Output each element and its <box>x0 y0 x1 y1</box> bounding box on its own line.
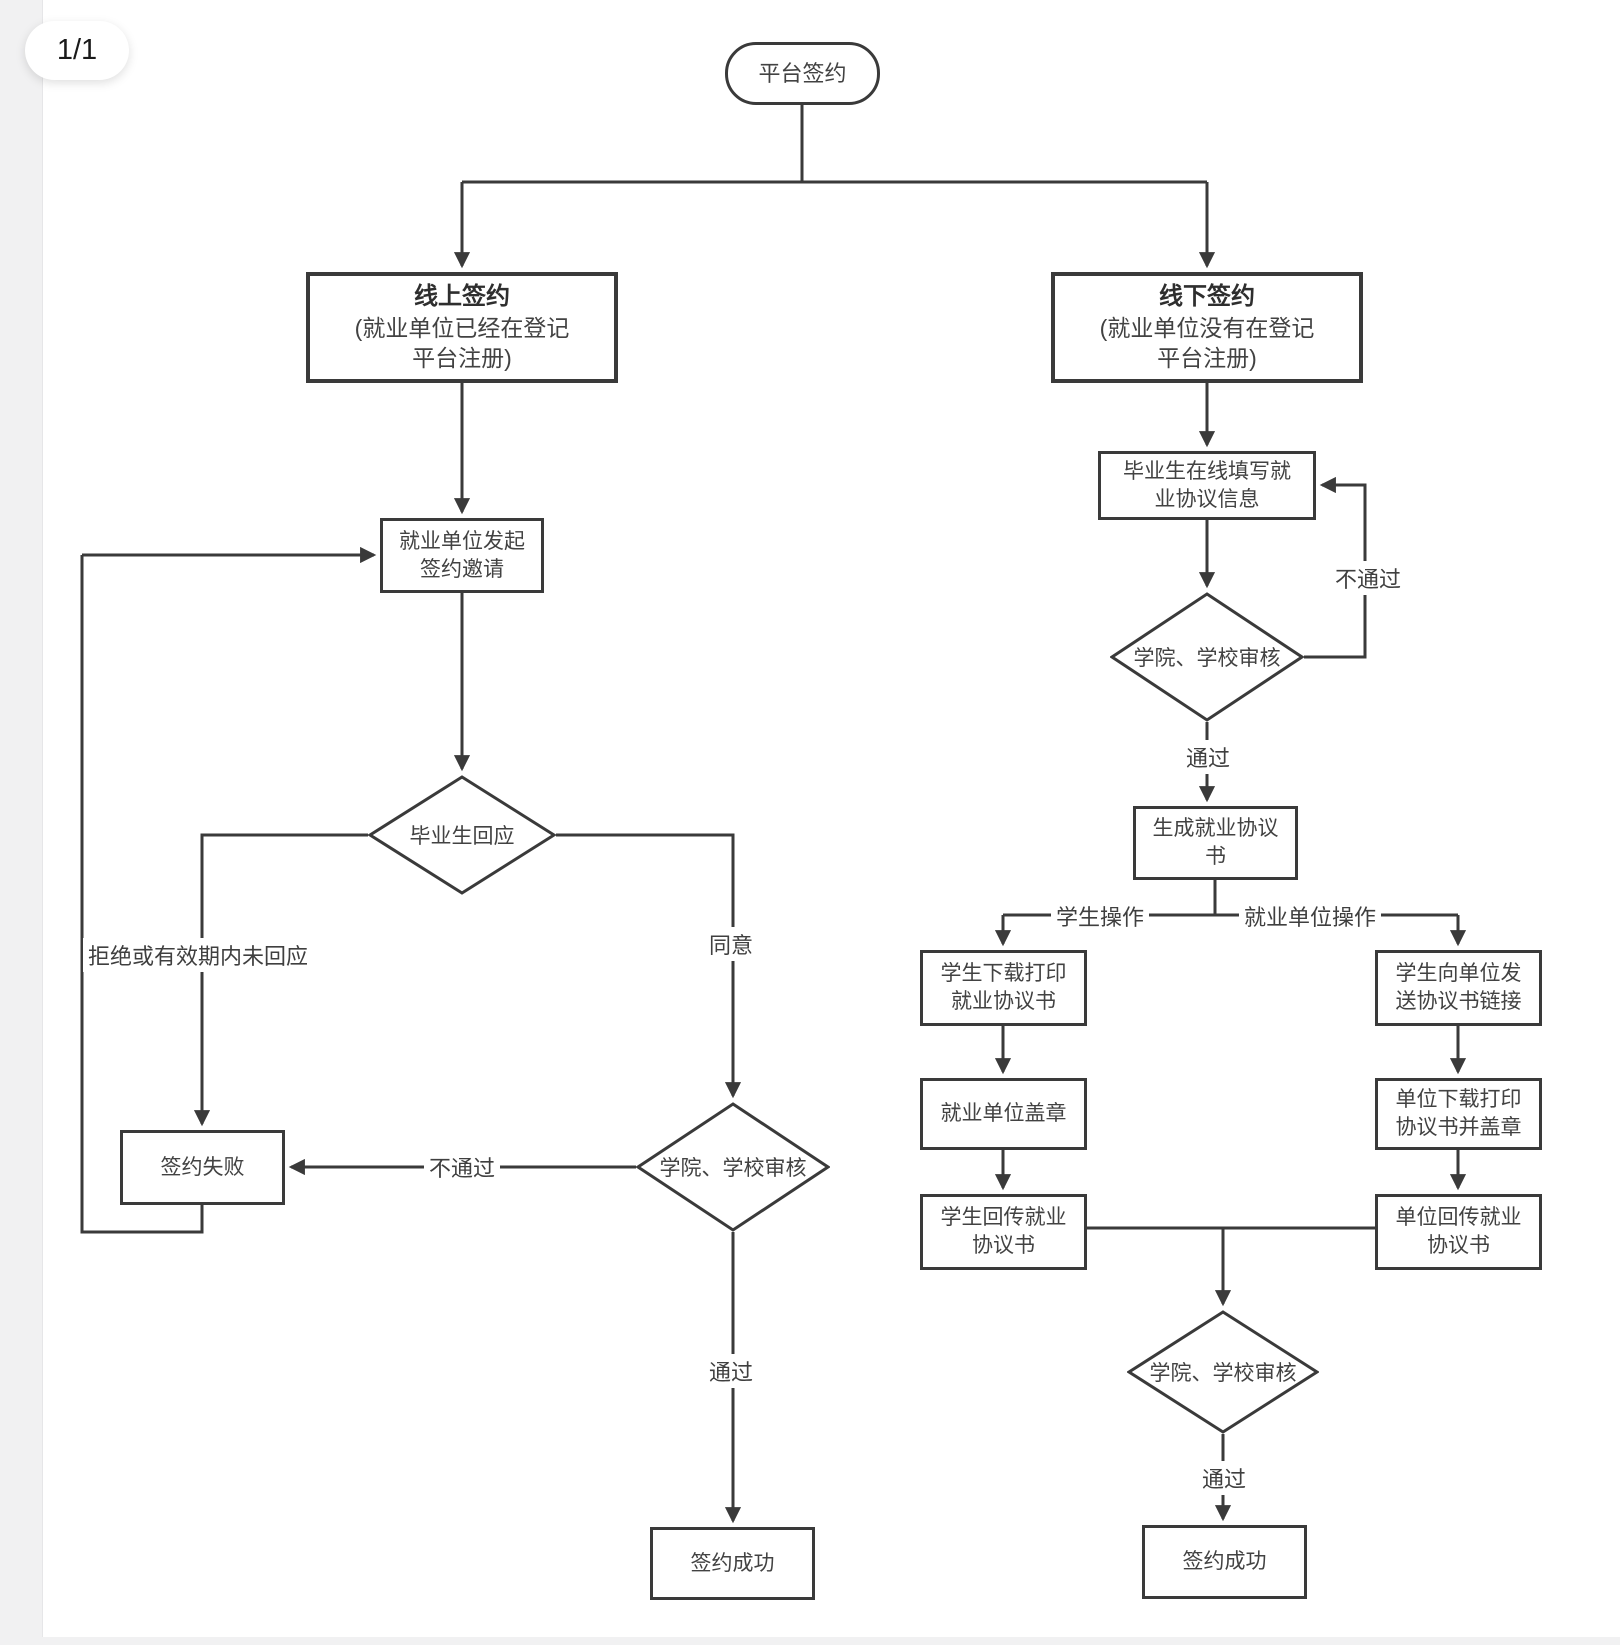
node-student-upload: 学生回传就业 协议书 <box>920 1194 1087 1270</box>
edge-label-student-operation: 学生操作 <box>1050 899 1150 933</box>
edge-label-pass-left: 通过 <box>703 1354 759 1388</box>
node-online-subtitle: (就业单位已经在登记 平台注册) <box>354 314 570 372</box>
node-offline-subtitle: (就业单位没有在登记 平台注册) <box>1099 314 1315 372</box>
node-sign-success-left: 签约成功 <box>650 1527 815 1600</box>
node-unit-upload-label: 单位回传就业 协议书 <box>1395 1206 1522 1257</box>
edge-label-agree: 同意 <box>703 927 759 961</box>
node-school-review-bottom-decision: 学院、学校审核 <box>1127 1310 1319 1434</box>
node-graduate-response-label: 毕业生回应 <box>409 825 515 848</box>
node-student-send-link-label: 学生向单位发 送协议书链接 <box>1395 962 1522 1013</box>
node-start: 平台签约 <box>725 42 880 105</box>
node-sign-success-left-label: 签约成功 <box>690 1551 775 1575</box>
edge-label-pass-right: 通过 <box>1180 740 1236 774</box>
node-sign-failed-label: 签约失败 <box>160 1155 245 1179</box>
node-unit-upload: 单位回传就业 协议书 <box>1375 1194 1542 1270</box>
node-employer-invite-label: 就业单位发起 签约邀请 <box>399 529 525 581</box>
page-indicator-badge: 1/1 <box>25 21 129 80</box>
node-start-label: 平台签约 <box>758 60 847 86</box>
document-page <box>42 0 1620 1637</box>
node-graduate-fill-info: 毕业生在线填写就 业协议信息 <box>1098 451 1316 520</box>
node-generate-agreement-label: 生成就业协议 书 <box>1152 817 1279 868</box>
node-graduate-response-decision: 毕业生回应 <box>368 775 556 895</box>
edge-label-pass-bottom: 通过 <box>1196 1461 1252 1495</box>
node-sign-failed: 签约失败 <box>120 1130 285 1205</box>
diamond-shape <box>368 775 556 895</box>
diamond-shape <box>1110 592 1304 722</box>
node-sign-success-right-label: 签约成功 <box>1182 1550 1267 1574</box>
node-online-sign: 线上签约 (就业单位已经在登记 平台注册) <box>306 272 618 383</box>
node-student-download-print-label: 学生下载打印 就业协议书 <box>940 962 1067 1013</box>
node-school-review-left-label: 学院、学校审核 <box>659 1157 807 1180</box>
node-student-send-link: 学生向单位发 送协议书链接 <box>1375 950 1542 1026</box>
edge-label-reject-or-no-response: 拒绝或有效期内未回应 <box>82 938 314 972</box>
node-unit-download-stamp-label: 单位下载打印 协议书并盖章 <box>1395 1088 1522 1139</box>
node-student-upload-label: 学生回传就业 协议书 <box>940 1206 1067 1257</box>
page-indicator-text: 1/1 <box>56 34 98 66</box>
node-school-review-bottom-label: 学院、学校审核 <box>1149 1362 1297 1385</box>
node-student-download-print: 学生下载打印 就业协议书 <box>920 950 1087 1026</box>
node-offline-title: 线下签约 <box>1159 283 1255 311</box>
node-graduate-fill-info-label: 毕业生在线填写就 业协议信息 <box>1123 459 1291 511</box>
edge-label-not-pass-left: 不通过 <box>423 1150 501 1184</box>
node-generate-agreement: 生成就业协议 书 <box>1133 806 1298 880</box>
edge-label-not-pass-right: 不通过 <box>1329 561 1407 595</box>
node-employer-invite: 就业单位发起 签约邀请 <box>380 518 544 593</box>
node-sign-success-right: 签约成功 <box>1142 1525 1307 1599</box>
node-school-review-right-decision: 学院、学校审核 <box>1110 592 1304 722</box>
node-school-review-right-label: 学院、学校审核 <box>1133 647 1281 670</box>
node-offline-sign: 线下签约 (就业单位没有在登记 平台注册) <box>1051 272 1363 383</box>
diamond-shape <box>1127 1310 1319 1434</box>
diamond-shape <box>636 1102 830 1232</box>
node-online-title: 线上签约 <box>414 283 510 311</box>
node-employer-stamp: 就业单位盖章 <box>920 1078 1087 1150</box>
node-employer-stamp-label: 就业单位盖章 <box>940 1102 1067 1126</box>
node-unit-download-stamp: 单位下载打印 协议书并盖章 <box>1375 1078 1542 1150</box>
node-school-review-left-decision: 学院、学校审核 <box>636 1102 830 1232</box>
edge-label-unit-operation: 就业单位操作 <box>1238 899 1382 933</box>
